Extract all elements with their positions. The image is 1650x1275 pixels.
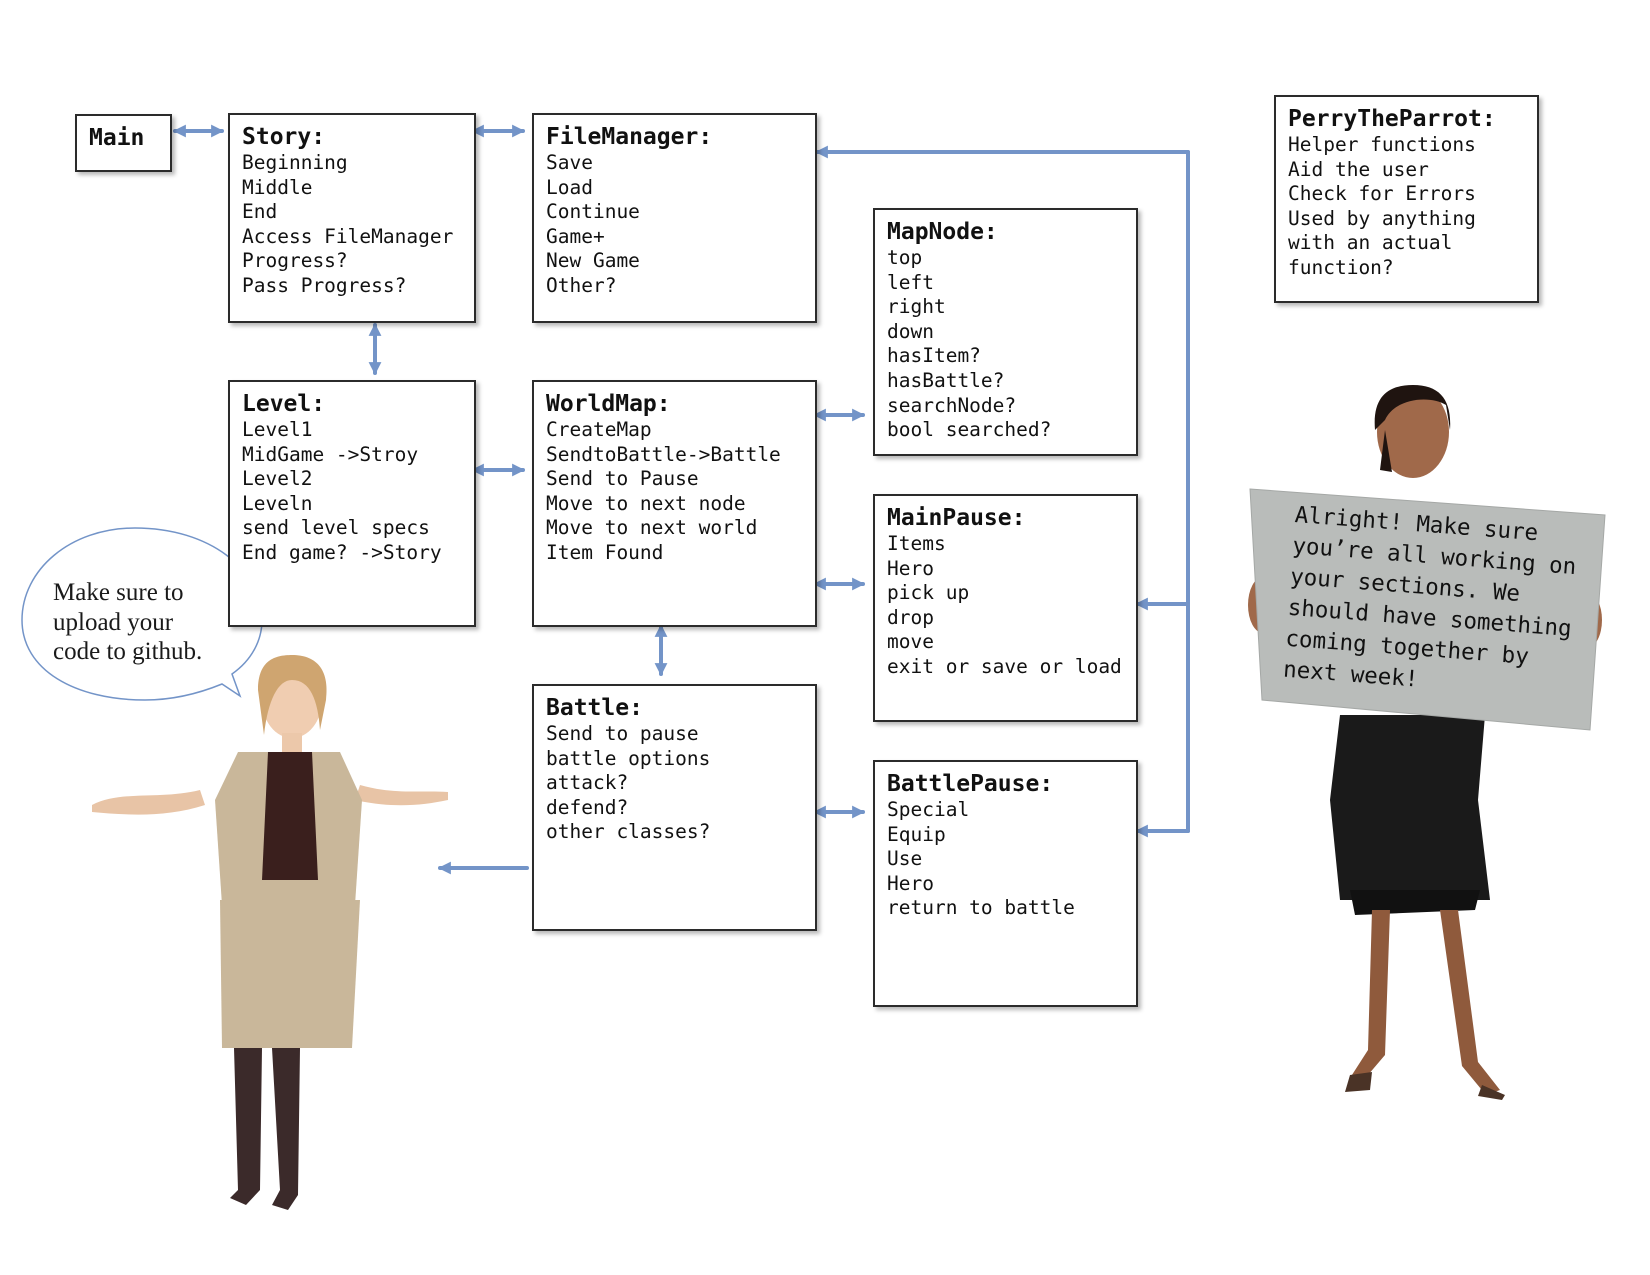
box-item: Helper functions <box>1288 133 1476 156</box>
box-item: move <box>887 630 934 654</box>
box-item: Progress? <box>242 249 348 273</box>
box-battlepause-title: BattlePause: <box>887 771 1054 797</box>
box-item: Items <box>887 532 946 555</box>
box-item: top <box>887 246 923 269</box>
box-item: hasBattle? <box>887 368 1005 392</box>
box-level-title: Level: <box>242 391 326 417</box>
box-item: Continue <box>546 200 640 224</box>
box-item: bool searched? <box>887 418 1052 442</box>
box-item: Beginning <box>242 151 348 174</box>
box-item: battle options <box>546 746 711 770</box>
box-item: Move to next world <box>546 516 758 540</box>
box-perry-title: PerryTheParrot: <box>1288 106 1496 132</box>
box-item: pick up <box>887 581 970 605</box>
box-item: End game? ->Story <box>242 540 442 564</box>
box-item: defend? <box>546 795 629 819</box>
box-item: Level1 <box>242 418 313 441</box>
box-item: return to battle <box>887 896 1075 920</box>
box-item: Equip <box>887 822 946 846</box>
box-item: hasItem? <box>887 344 981 368</box>
box-item: New Game <box>546 249 640 273</box>
box-item: CreateMap <box>546 418 652 441</box>
box-worldmap-title: WorldMap: <box>546 391 671 417</box>
box-item: drop <box>887 605 934 629</box>
box-item: Game+ <box>546 224 605 248</box>
box-item: Item Found <box>546 540 664 564</box>
box-item: Save <box>546 151 593 174</box>
box-item: Hero <box>887 871 934 895</box>
box-item: Level2 <box>242 467 313 491</box>
box-main: Main <box>75 114 172 172</box>
box-item: Middle <box>242 175 313 199</box>
sign-board <box>1249 488 1606 731</box>
box-battle-title: Battle: <box>546 695 643 721</box>
box-item: Hero <box>887 556 934 580</box>
speech-line: code to github. <box>53 638 203 665</box>
box-item: exit or save or load <box>887 654 1122 678</box>
box-main-title: Main <box>89 125 145 151</box>
box-item: Used by anything <box>1288 206 1476 230</box>
box-item: right <box>887 295 946 319</box>
box-item: End <box>242 200 278 224</box>
box-item: searchNode? <box>887 393 1017 417</box>
box-item: left <box>887 270 934 294</box>
box-item: send level specs <box>242 516 430 540</box>
box-item: with an actual <box>1288 231 1453 255</box>
box-item: function? <box>1288 255 1394 279</box>
box-item: Send to pause <box>546 722 699 745</box>
box-item: other classes? <box>546 820 711 844</box>
box-item: Check for Errors <box>1288 182 1476 206</box>
box-item: Access FileManager <box>242 224 454 248</box>
box-story-title: Story: <box>242 124 326 150</box>
box-item: Other? <box>546 273 617 297</box>
box-item: Special <box>887 798 970 821</box>
sign-text: Alright! Make sure you’re all working on… <box>1282 500 1580 707</box>
box-item: Load <box>546 175 593 199</box>
box-item: SendtoBattle->Battle <box>546 442 781 466</box>
box-mapnode-title: MapNode: <box>887 219 998 245</box>
box-item: MidGame ->Stroy <box>242 442 419 466</box>
speech-bubble-text: Make sure to upload your code to github. <box>53 578 202 667</box>
speech-line: upload your <box>53 608 174 636</box>
box-item: Aid the user <box>1288 157 1429 181</box>
box-item: down <box>887 319 934 343</box>
speech-line: Make sure to <box>53 579 184 606</box>
box-item: Leveln <box>242 491 313 515</box>
box-mainpause-title: MainPause: <box>887 505 1026 531</box>
box-item: Use <box>887 847 923 871</box>
box-item: Move to next node <box>546 491 746 515</box>
presenter-woman-left <box>92 655 448 1210</box>
box-filemanager-title: FileManager: <box>546 124 713 150</box>
box-item: Pass Progress? <box>242 273 407 297</box>
box-item: attack? <box>546 771 629 795</box>
box-item: Send to Pause <box>546 467 699 491</box>
